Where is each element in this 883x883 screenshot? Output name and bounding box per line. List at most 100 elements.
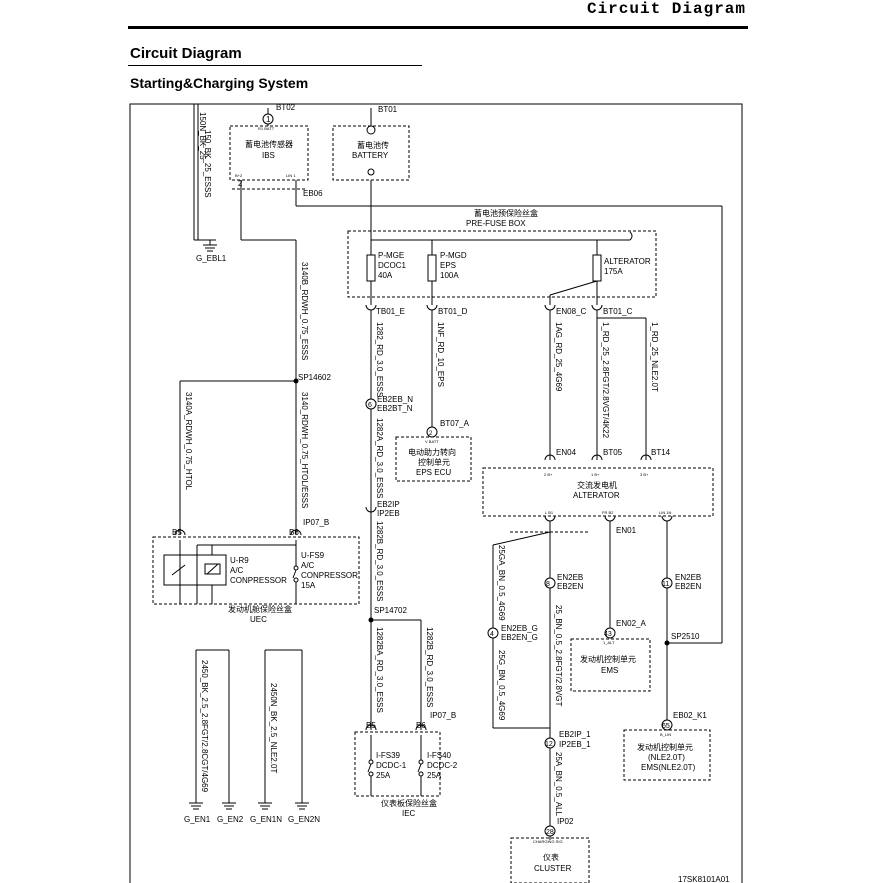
wire-2450: 2450_BK_2.5_2.8FGT/2.8CGT/4G69 — [200, 660, 209, 793]
ems2-pin: 65 — [662, 723, 670, 730]
fuse1-l2: DCOC1 — [378, 261, 407, 270]
wire-1282a: 1282A_RD_3.0_ESSS — [375, 418, 384, 499]
cluster-pin-lbl: CHARGING SIG — [533, 839, 563, 844]
ground-wires-bottom — [189, 649, 309, 810]
diagram-frame — [129, 103, 743, 883]
conn-ip07-b-top: IP07_B — [303, 518, 329, 527]
wire-25ga: 25GA_BN_0.5_4G69 — [497, 545, 506, 621]
conn-bt01-c: BT01_C — [603, 307, 633, 316]
page-header: Circuit Diagram — [0, 0, 883, 40]
pin-4: 4 — [490, 631, 494, 638]
fuse-u-l4: 15A — [301, 581, 316, 590]
ibs-module — [229, 108, 309, 206]
conn-en02-a: EN02_A — [616, 619, 646, 628]
iec-f1-l3: 25A — [376, 771, 391, 780]
fuse2-l1: P-MGD — [440, 251, 467, 260]
wire-150n: 150N_BK_25 — [198, 112, 207, 160]
iec-pin-l: B5 — [366, 721, 376, 730]
pin-11: 11 — [662, 581, 669, 588]
alt-p2: 1 B+ — [591, 472, 600, 477]
splice-sp14702: SP14702 — [374, 606, 407, 615]
cluster-pin: 28 — [546, 829, 554, 836]
wire-2450n: 2450N_BK_2.5_NLE2.0T — [269, 683, 278, 773]
conn-eb06: EB06 — [303, 189, 323, 198]
conn-eb2en-g: EB2EN_G — [501, 633, 538, 642]
prefuse-cn: 蓄电池预保险丝盒 — [474, 208, 538, 218]
section-subtitle: Starting&Charging System — [130, 75, 309, 91]
alt-b2: FR B2 — [602, 510, 614, 515]
conn-eb2en-r: EB2EN — [675, 582, 701, 591]
alternator-outputs — [487, 515, 673, 840]
splice-sp2510: SP2510 — [671, 632, 700, 641]
ems2-en1: (NLE2.0T) — [648, 753, 685, 762]
iec-pin-r: B6 — [416, 721, 426, 730]
eps-pin-lbl: V BATT — [425, 439, 439, 444]
ibs-cn: 蓄电池传感器 — [245, 139, 293, 149]
conn-bt01: BT01 — [378, 105, 398, 114]
alternator-feeds — [482, 310, 714, 517]
conn-ip2eb-1: IP2EB_1 — [559, 740, 591, 749]
eps-cn1: 电动助力转向 — [408, 447, 456, 457]
conn-ip2eb: IP2EB — [377, 509, 400, 518]
ground-en2: G_EN2 — [217, 815, 244, 824]
alt-cn: 交流发电机 — [577, 480, 617, 490]
alt-p3: 3 B+ — [640, 472, 649, 477]
splice-sp14602: SP14602 — [298, 373, 331, 382]
prefuse-en: PRE-FUSE BOX — [466, 219, 526, 228]
wire-1nf: 1NF_RD_10_EPS — [436, 322, 445, 387]
fuse-u-l3: CONPRESSOR — [301, 571, 358, 580]
fuse3-l1: ALTERATOR — [604, 257, 651, 266]
battery-cn: 蓄电池传 — [357, 140, 389, 150]
conn-eb2ip-1: EB2IP_1 — [559, 730, 591, 739]
ems2-module — [623, 729, 711, 781]
conn-eb2ip: EB2IP — [377, 500, 400, 509]
pin-12: 12 — [545, 741, 553, 748]
conn-bt05: BT05 — [603, 448, 623, 457]
conn-en2eb-l: EN2EB — [557, 573, 583, 582]
ground-en1n: G_EN1N — [250, 815, 282, 824]
wire-1rdn: 1_RD_25_NLE2.0T — [650, 322, 659, 392]
fuse1-l1: P-MGE — [378, 251, 404, 260]
ems2-cn: 发动机控制单元 — [637, 742, 693, 752]
ems1-en: EMS — [601, 666, 618, 675]
ems1-pin: 43 — [604, 631, 612, 638]
relay-l1: U-R9 — [230, 556, 249, 565]
wire-25g: 25G_BN_0.5_4G69 — [497, 650, 506, 721]
header-title: Circuit Diagram — [586, 0, 746, 18]
section-rule — [128, 65, 422, 66]
wire-3140-path — [179, 192, 299, 535]
wire-3140a: 3140A_RDWH_0.75_HTOL — [184, 392, 193, 491]
wire-1282b: 1282B_RD_3.0_ESSS — [375, 521, 384, 602]
wire-1ag: 1AG_RD_25_4G69 — [554, 322, 563, 392]
fuse2-l2: EPS — [440, 261, 456, 270]
header-rule — [128, 26, 748, 29]
ibs-pin2: 2 — [238, 179, 243, 188]
wire-1282ba: 1282BA_RD_3.0_ESSS — [375, 627, 384, 713]
uec-en: UEC — [250, 615, 267, 624]
ibs-pin1: 1 — [266, 115, 271, 124]
alt-b1: L B1 — [545, 510, 554, 515]
ground-wires-top — [193, 104, 217, 252]
iec-f1-l2: DCDC-1 — [376, 761, 407, 770]
conn-en2eb-g: EN2EB_G — [501, 624, 538, 633]
iec-f2-l1: I-FS40 — [427, 751, 452, 760]
ibs-en: IBS — [262, 151, 275, 160]
battery-en: BATTERY — [352, 151, 389, 160]
alt-en: ALTERATOR — [573, 491, 620, 500]
fuse-u-l2: A/C — [301, 561, 315, 570]
cluster-cn: 仪表 — [543, 852, 559, 862]
iec-en: IEC — [402, 809, 416, 818]
wire-25a: 25A_BN_0.5_ALL — [554, 752, 563, 817]
cluster-module — [510, 837, 590, 883]
uec-pin-l: B5 — [172, 528, 182, 537]
uec-box — [152, 529, 360, 605]
ibs-pin-top: R1 BATT — [258, 126, 275, 131]
conn-en01: EN01 — [616, 526, 637, 535]
pin-8: 8 — [546, 581, 550, 588]
conn-eb02-k1: EB02_K1 — [673, 711, 707, 720]
wire-25: 25_BN_0.5_2.8FGT/2.8VGT — [554, 605, 563, 707]
ground-ebl1: G_EBL1 — [196, 254, 227, 263]
eps-cn2: 控制单元 — [418, 457, 450, 467]
wire-3140b: 3140B_RDWH_0.75_ESSS — [300, 262, 309, 360]
pin-6: 6 — [368, 402, 372, 409]
